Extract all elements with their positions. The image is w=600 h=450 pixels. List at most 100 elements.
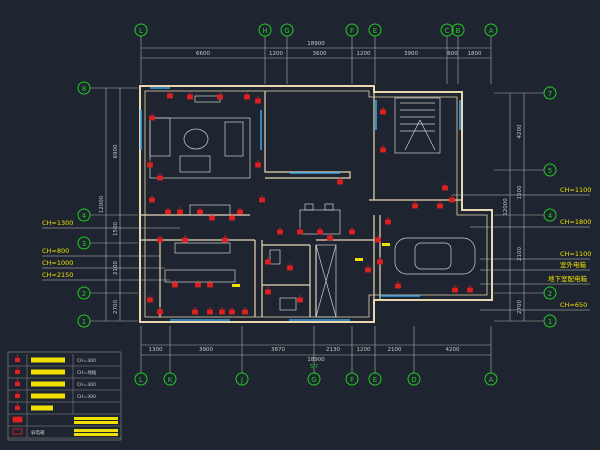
legend-description-bar (31, 357, 65, 363)
kitchen-counter (174, 242, 231, 254)
grid-bubble-bottom-L: L (134, 372, 148, 386)
grid-bubble-right-4: 4 (543, 208, 557, 222)
socket-body (337, 179, 343, 185)
notes-right: CH=1100 CH=1800 CH=1100 室外电箱 地下室配电箱 CH=6… (548, 186, 591, 309)
socket-body (317, 229, 323, 235)
socket-body (365, 267, 371, 273)
socket-body (297, 297, 303, 303)
grid-bubble-circle (440, 23, 454, 37)
shelf (189, 204, 231, 216)
grid-bubble-circle (77, 208, 91, 222)
stair (394, 97, 441, 154)
socket-body (442, 185, 448, 191)
socket-body (327, 235, 333, 241)
grid-bubble-label: 3 (82, 240, 86, 248)
legend-description-bar (74, 429, 118, 432)
dimension-text-right: 1500 (517, 185, 523, 199)
stair-arrow (404, 119, 436, 151)
socket-icon (147, 295, 153, 303)
grid-bubble-label: B (456, 27, 461, 35)
socket-body (229, 309, 235, 315)
note-ch-2150: CH=2150 (42, 271, 73, 279)
grid-bubble-left-3: 3 (77, 236, 91, 250)
socket-icon (177, 207, 183, 215)
legend-socket-symbol (15, 394, 20, 398)
sofa-back (224, 121, 244, 157)
switch-socket-icon (15, 391, 20, 398)
socket-body (297, 229, 303, 235)
dimension-text-right: 4200 (517, 124, 523, 138)
socket-body (395, 283, 401, 289)
grid-bubble-label: A (489, 27, 494, 35)
dimension-text-top: 6600 (196, 51, 210, 57)
triple-socket-icon (15, 379, 20, 386)
dimension-text-bottom: 1300 (149, 347, 163, 353)
grid-bubble-label: F (350, 376, 354, 384)
socket-body (255, 162, 261, 168)
grid-bubble-circle (368, 23, 382, 37)
legend-note: CH=地插 (77, 369, 97, 376)
socket-icon (197, 207, 203, 215)
socket-body (222, 237, 228, 243)
triple-socket-icon (15, 367, 20, 374)
grid-bubble-label: F (350, 27, 354, 35)
interior-wall (262, 244, 317, 317)
socket-icon (297, 227, 303, 235)
dimension-text-left: 1500 (0, 0, 7, 2)
socket-body (187, 94, 193, 100)
dimension-text-left: 1500 (113, 222, 119, 236)
socket-body (449, 197, 455, 203)
note-ch-1100: CH=1100 (560, 186, 591, 194)
dimension-text-right: 2100 (517, 247, 523, 261)
socket-icon (237, 207, 243, 215)
grid-bubble-bottom-E: E (368, 372, 382, 386)
dimension-text-left: 6900 (113, 144, 119, 158)
grid-bubble-bottom-D: D (407, 372, 421, 386)
socket-icon (377, 257, 383, 265)
panel-marker (232, 284, 240, 287)
socket-body (147, 162, 153, 168)
grid-bubble-bottom-A: A (484, 372, 498, 386)
stair-tread (400, 102, 435, 132)
socket-icon (192, 307, 198, 315)
socket-icon (217, 92, 223, 100)
legend-box-symbol (12, 428, 23, 435)
socket-body (157, 175, 163, 181)
note-leaders-right (452, 194, 590, 311)
grid-bubble-circle (345, 372, 359, 386)
interior-wall (264, 91, 351, 179)
grid-bubble-circle (368, 372, 382, 386)
grid-bubble-circle (484, 372, 498, 386)
grid-bubble-label: C (445, 27, 450, 35)
socket-body (452, 287, 458, 293)
car (394, 237, 476, 275)
tall-cabinet (315, 244, 337, 318)
socket-body (229, 215, 235, 221)
legend-description-bar (74, 421, 118, 424)
socket-body (209, 215, 215, 221)
weak-current-box-icon (12, 428, 23, 435)
socket-icon (375, 235, 381, 243)
legend-frame (7, 351, 122, 441)
socket-body (412, 203, 418, 209)
legend-note: CH=300 (77, 358, 96, 364)
car-cabin (414, 242, 452, 270)
socket-icon (187, 92, 193, 100)
grid-bubble-circle (77, 81, 91, 95)
socket-icon (449, 195, 455, 203)
socket-body (259, 197, 265, 203)
grid-bubble-top-L: L (134, 23, 148, 37)
socket-body (237, 209, 243, 215)
electrical-symbols (147, 91, 473, 315)
note-ch-1800: CH=1800 (560, 218, 591, 226)
socket-body (255, 98, 261, 104)
socket-body (167, 93, 173, 99)
socket-body (172, 282, 178, 288)
grid-bubble-right-7: 7 (543, 86, 557, 100)
note-ch-1000: CH=1000 (42, 259, 73, 267)
grid-bubble-left-4: 4 (77, 208, 91, 222)
socket-body (157, 309, 163, 315)
interior-wall (369, 92, 462, 201)
